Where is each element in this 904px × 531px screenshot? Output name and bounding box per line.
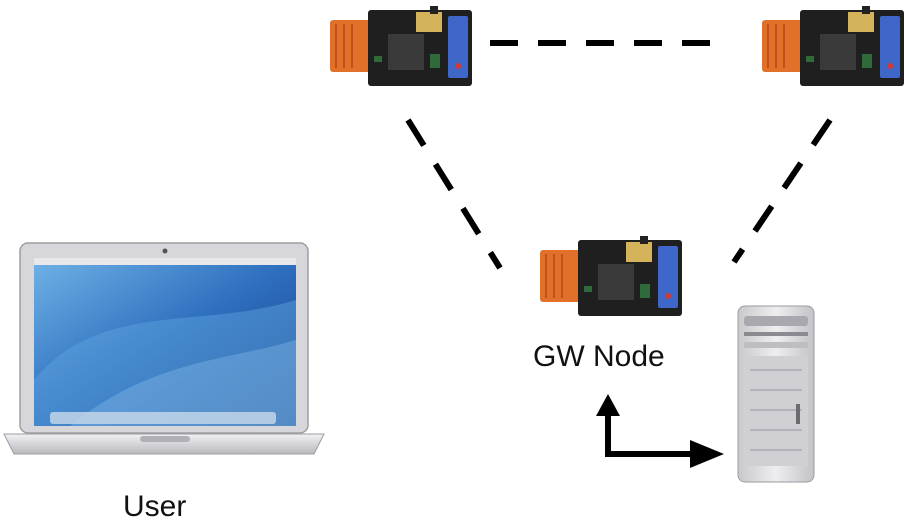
link-top-left-to-gateway — [405, 118, 503, 270]
sensor-node-top-left — [329, 5, 473, 87]
sensor-node-top-right — [761, 5, 904, 87]
gw-node-label: GW Node — [533, 340, 665, 373]
link-top-right-to-gateway — [731, 118, 833, 264]
laptop-icon — [3, 242, 325, 455]
user-label: User — [123, 490, 187, 523]
server-tower-icon — [737, 305, 815, 483]
sensor-node-gateway — [539, 235, 683, 317]
elbow-arrow — [596, 394, 724, 468]
